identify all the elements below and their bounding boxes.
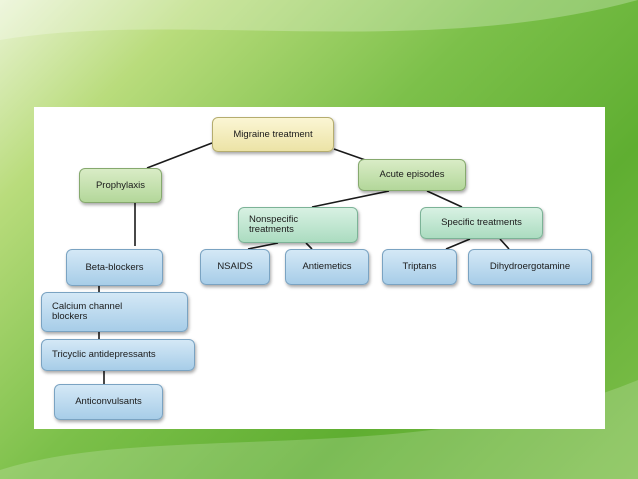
node-nonspecific-treatments: Nonspecific treatments: [238, 207, 358, 243]
connector-nonspecific-antiemetics: [305, 242, 313, 250]
node-beta-blockers: Beta-blockers: [66, 249, 163, 286]
connector-nonspecific-nsaids: [247, 242, 279, 250]
connector-specific-dihydro: [499, 238, 510, 250]
node-dihydroergotamine: Dihydroergotamine: [468, 249, 592, 285]
node-antiemetics: Antiemetics: [285, 249, 369, 285]
node-tricyclic-antidepressants: Tricyclic antidepressants: [41, 339, 195, 371]
node-triptans: Triptans: [382, 249, 457, 285]
diagram-panel: Migraine treatment Prophylaxis Acute epi…: [34, 107, 605, 429]
connector-acute-specific: [426, 190, 463, 208]
connector-acute-nonspecific: [311, 190, 390, 208]
node-calcium-channel-blockers: Calcium channel blockers: [41, 292, 188, 332]
node-specific-treatments: Specific treatments: [420, 207, 543, 239]
node-acute-episodes: Acute episodes: [358, 159, 466, 191]
node-prophylaxis: Prophylaxis: [79, 168, 162, 203]
node-anticonvulsants: Anticonvulsants: [54, 384, 163, 420]
connector-root-prophylaxis: [146, 142, 213, 169]
node-migraine-treatment: Migraine treatment: [212, 117, 334, 152]
connector-specific-triptans: [445, 238, 471, 250]
node-nsaids: NSAIDS: [200, 249, 270, 285]
connector-lines: [98, 142, 510, 384]
